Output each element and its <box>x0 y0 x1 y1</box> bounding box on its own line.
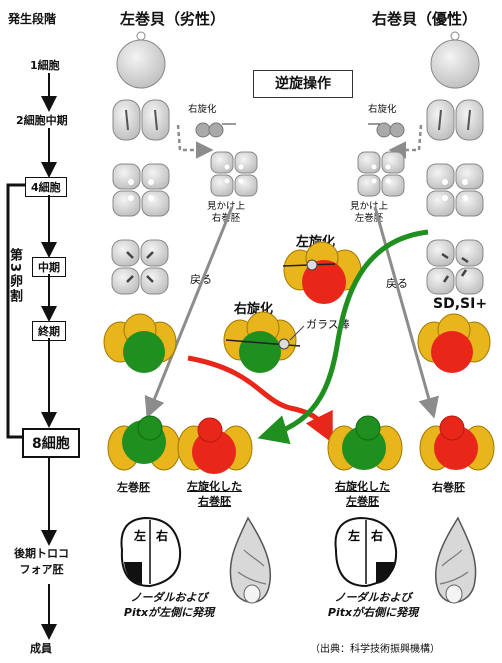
stage-2cell-mid: 2細胞中期 <box>16 114 68 127</box>
stage-8cell: 8細胞 <box>22 428 80 458</box>
eight-cell-right-rotated-left <box>327 415 403 471</box>
dashed-arrow-left <box>176 124 214 159</box>
return-arrow-right <box>373 206 439 419</box>
four-cell-left <box>112 163 170 217</box>
metaphase-right <box>426 239 484 295</box>
side-right-marker: 右 <box>155 528 168 543</box>
eight-cell-left-rotated-right <box>177 417 253 474</box>
four-cell-apparent-right <box>210 151 258 197</box>
label-apparent-left: 見かけ上 左巻胚 <box>350 201 389 224</box>
label-rot-right-left: 右旋化 <box>188 104 217 115</box>
label-sd-si: SD,SI+ <box>433 296 488 312</box>
source-credit: （出典：科学技術振興機構） <box>310 644 440 655</box>
stage-metaphase: 中期 <box>32 257 66 277</box>
label-rot-right-right: 右旋化 <box>368 104 397 115</box>
dashed-arrow-right <box>388 124 423 159</box>
manipulated-two-cell-left <box>195 122 236 138</box>
trochophore-left <box>120 516 182 588</box>
label-left-embryo: 左巻胚 <box>117 481 150 494</box>
manipulated-two-cell-right <box>368 122 405 138</box>
third-cleavage-label: 第3卵割 <box>7 248 22 305</box>
green-rotation-arrow <box>257 229 429 445</box>
expression-left: ノーダルおよび Pitxが左側に発現 <box>123 591 215 619</box>
stage-4cell: 4細胞 <box>25 177 67 197</box>
stage-1cell: 1細胞 <box>30 59 60 72</box>
telophase-right-embryo <box>417 313 491 373</box>
four-cell-right <box>426 163 484 217</box>
four-cell-apparent-left <box>357 151 405 197</box>
two-cell-right <box>426 99 484 141</box>
telophase-manipulated-left <box>282 241 362 304</box>
header-right-dextral-dominant: 右巻貝（優性） <box>372 10 478 28</box>
label-right-rotated-left-embryo: 右旋化した 左巻胚 <box>335 480 390 508</box>
red-rotation-arrow <box>187 355 333 444</box>
shell-sinistral <box>229 516 272 604</box>
one-cell-egg-right <box>430 31 480 89</box>
stage-header: 発生段階 <box>8 12 57 26</box>
eight-cell-right-embryo <box>419 415 495 471</box>
expression-right: ノーダルおよび Pitxが右側に発現 <box>327 591 419 619</box>
side-right-marker-2: 右 <box>370 528 383 543</box>
stage-adult: 成員 <box>30 642 52 655</box>
stage-late-trochophore: 後期トロコ フォア胚 <box>14 547 69 576</box>
side-left-marker: 左 <box>133 528 146 543</box>
metaphase-left <box>111 239 169 295</box>
one-cell-egg-left <box>116 31 166 89</box>
glass-rod-leader <box>289 325 305 341</box>
third-cleavage-bracket <box>6 183 26 439</box>
label-right-embryo: 右巻胚 <box>432 481 465 494</box>
telophase-left-embryo <box>103 313 177 373</box>
return-arrow-left <box>144 206 234 419</box>
side-left-marker-2: 左 <box>347 528 360 543</box>
telophase-manipulated-right <box>223 311 301 373</box>
header-left-dextral-recessive: 左巻貝（劣性） <box>120 10 226 28</box>
shell-dextral <box>434 516 477 604</box>
two-cell-left <box>112 99 170 141</box>
reverse-operation-title: 逆旋操作 <box>253 70 353 98</box>
label-left-rotated-right-embryo: 左旋化した 右巻胚 <box>187 480 242 508</box>
label-return-left: 戻る <box>190 273 212 286</box>
trochophore-right <box>334 516 398 588</box>
eight-cell-left-embryo <box>107 415 181 471</box>
